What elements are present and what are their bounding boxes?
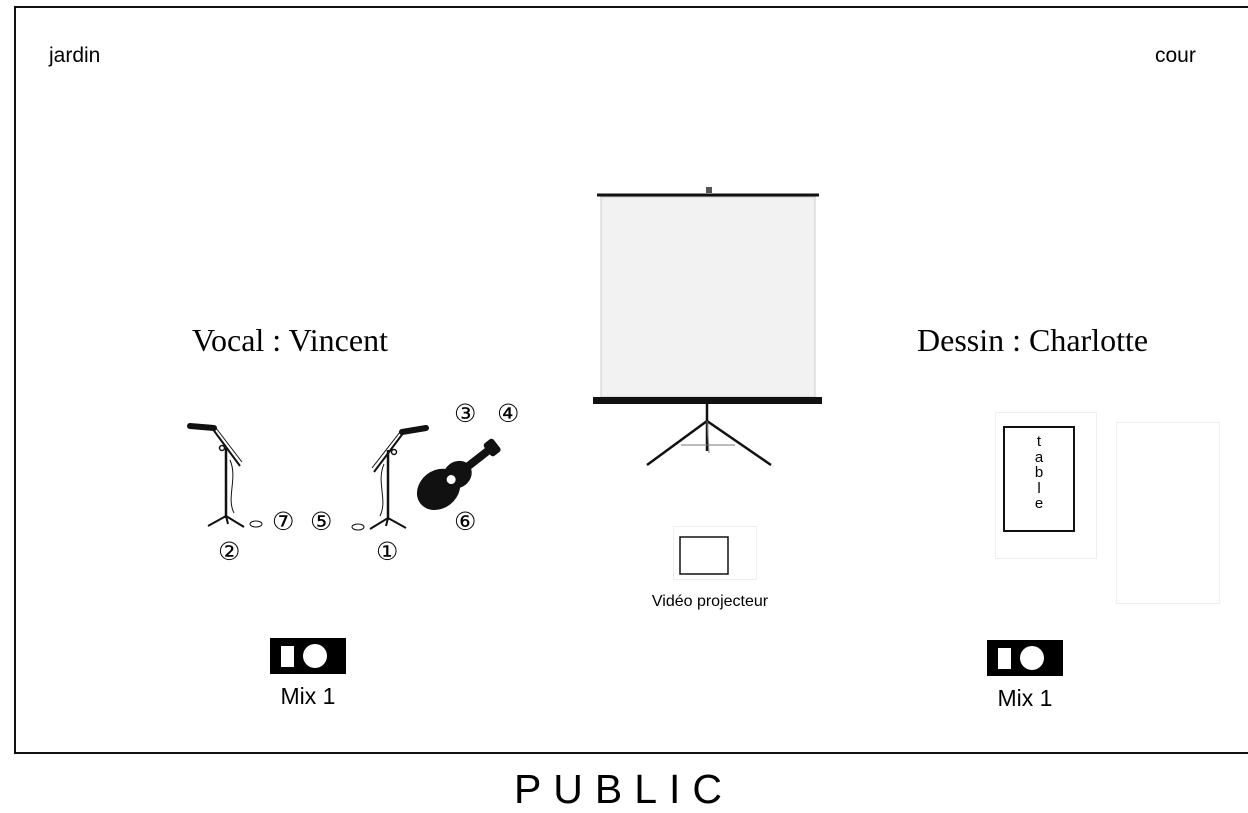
monitor-left-label: Mix 1: [280, 683, 336, 709]
table-letter: t: [1036, 433, 1042, 450]
monitor-wedge-icon: [270, 638, 346, 674]
audience-label: PUBLIC: [513, 766, 735, 812]
drawing-easel-outline: [1116, 422, 1220, 604]
video-projector-label: Vidéo projecteur: [651, 593, 769, 610]
drawing-table: t a b l e: [1003, 426, 1075, 532]
monitor-right: Mix 1: [985, 640, 1065, 712]
video-projector-icon: [679, 536, 729, 575]
stage-area: [14, 6, 1248, 754]
input-number-4: ④: [497, 399, 520, 428]
table-letter: b: [1034, 464, 1044, 481]
input-number-7: ⑦: [272, 507, 295, 536]
monitor-left: Mix 1: [268, 638, 348, 710]
monitor-wedge-icon: [987, 640, 1063, 676]
input-number-1: ①: [376, 537, 399, 566]
microphone-stand-icon: [351, 425, 429, 531]
guitar-icon: [416, 438, 501, 510]
table-letter: a: [1034, 448, 1044, 466]
input-number-5: ⑤: [310, 507, 333, 536]
stage-left-label: jardin: [49, 44, 101, 67]
vocal-performer-label: Vocal : Vincent: [192, 322, 388, 358]
monitor-right-label: Mix 1: [997, 685, 1053, 711]
drawing-area-outline: [995, 412, 1097, 559]
table-letter: e: [1034, 495, 1044, 512]
input-number-3: ③: [454, 399, 477, 428]
input-number-2: ②: [218, 537, 241, 566]
stage-right-label: cour: [1155, 44, 1196, 67]
input-number-6: ⑥: [454, 507, 477, 536]
table-letter: l: [1037, 479, 1041, 497]
projection-screen-icon: [593, 187, 822, 467]
microphone-stand-icon: [187, 423, 263, 528]
drawing-performer-label: Dessin : Charlotte: [917, 322, 1149, 358]
